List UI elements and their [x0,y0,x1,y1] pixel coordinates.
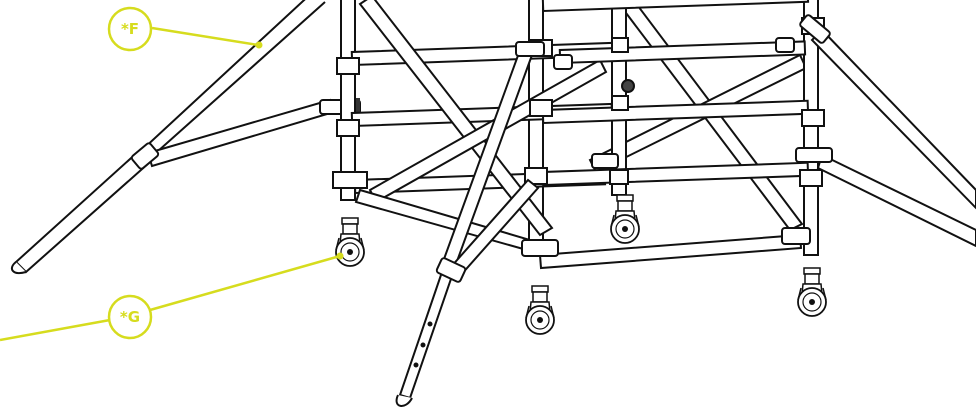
outrigger-f [10,0,361,274]
callout-g-label: *G [120,308,140,326]
castor-wheel-right [797,267,827,317]
outrigger-front [395,41,545,407]
castor-wheel-front [525,285,555,335]
callout-f: *F [107,6,263,52]
callout-g: *G [0,252,344,342]
outrigger-right [795,14,976,248]
castor-wheel-rear [610,194,640,244]
callout-f-label: *F [121,20,139,38]
base-couplers [521,37,811,257]
right-frame [524,0,825,256]
cross-braces [354,0,808,270]
